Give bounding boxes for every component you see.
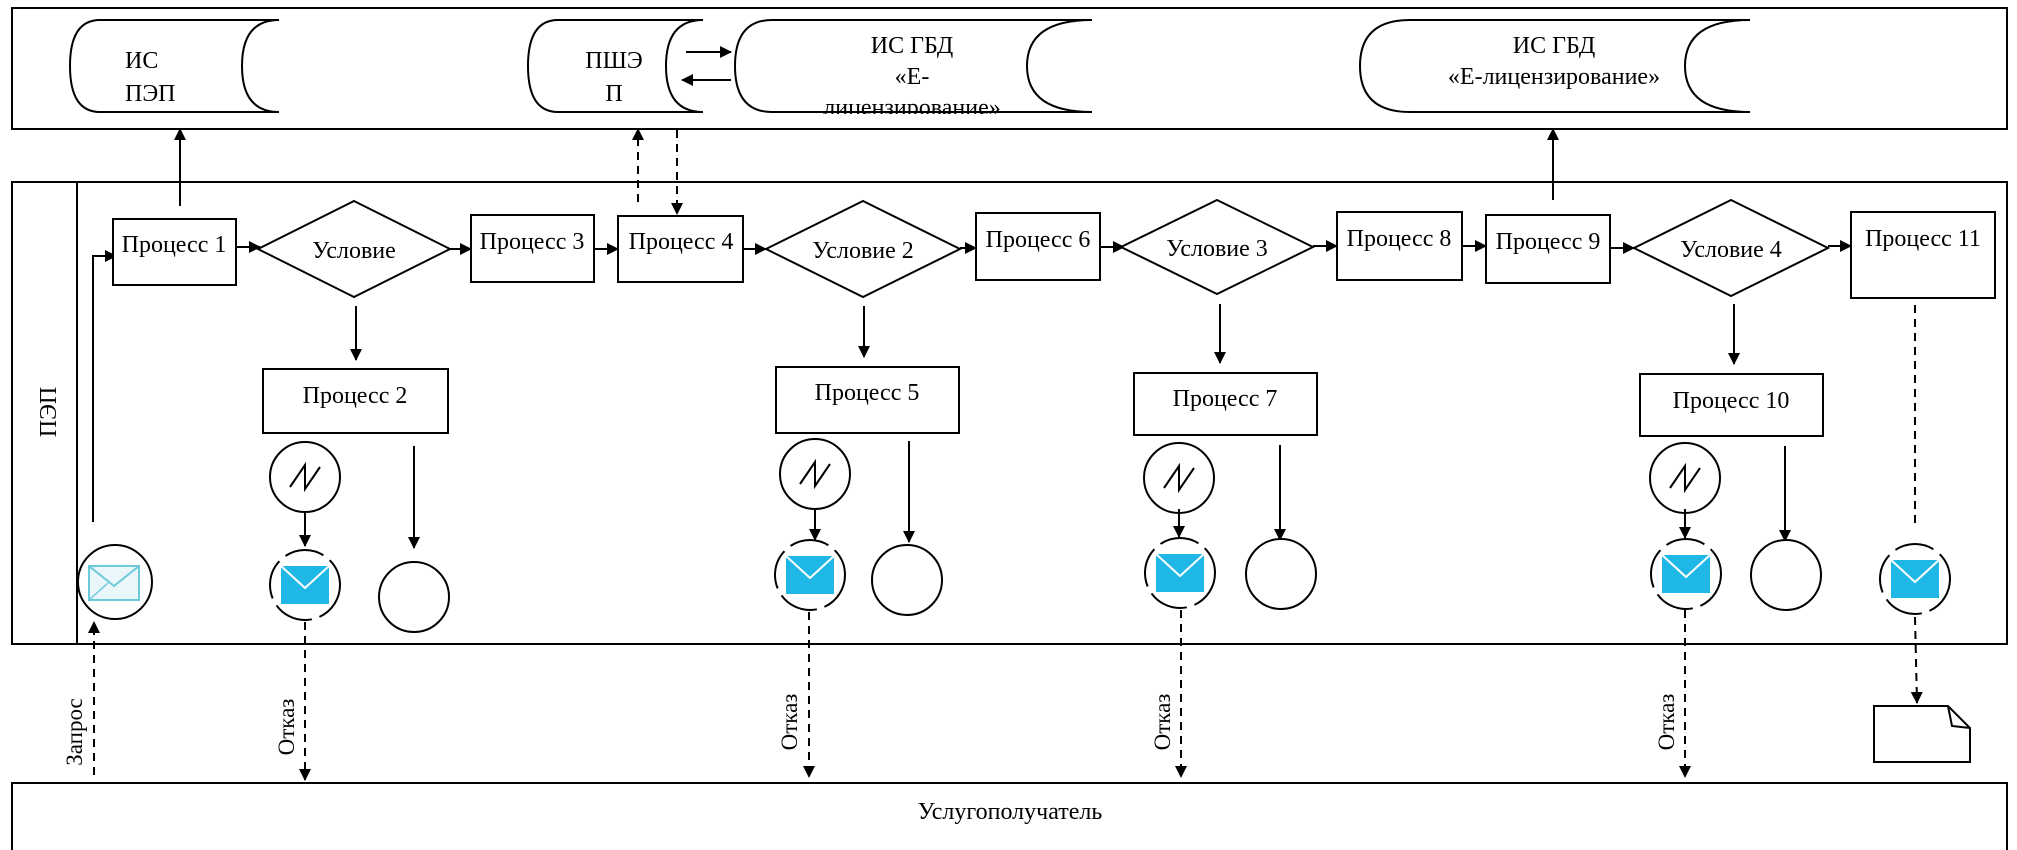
system-is-gbd-2-line1: ИС ГБД — [1513, 33, 1595, 59]
reject-label-2: Отказ — [777, 694, 802, 751]
process-4-label: Процесс 4 — [629, 229, 734, 255]
document-icon — [1873, 705, 1971, 763]
end-event-2 — [871, 544, 943, 616]
process-5-label: Процесс 5 — [815, 380, 920, 406]
process-8: Процесс 8 — [1336, 211, 1463, 281]
condition-4: Условие 4 — [1631, 198, 1831, 298]
process-9: Процесс 9 — [1485, 214, 1611, 284]
reject-label-1: Отказ — [274, 699, 299, 756]
process-10: Процесс 10 — [1639, 373, 1824, 437]
arrow-msg-document — [1910, 616, 1923, 704]
end-event-3 — [1245, 538, 1317, 610]
condition-4-label: Условие 4 — [1680, 237, 1782, 263]
process-8-label: Процесс 8 — [1347, 226, 1452, 252]
condition-1-label: Условие — [312, 238, 396, 264]
process-6-label: Процесс 6 — [986, 227, 1091, 253]
request-label: Запрос — [62, 698, 87, 766]
condition-2: Условие 2 — [763, 199, 963, 299]
condition-3-label: Условие 3 — [1166, 236, 1268, 262]
envelope-icon-start — [77, 544, 153, 620]
system-pshep-line2: П — [605, 81, 622, 107]
system-is-gbd-1-line1: ИС ГБД — [871, 33, 953, 59]
process-5: Процесс 5 — [775, 366, 960, 434]
process-3-label: Процесс 3 — [480, 229, 585, 255]
process-11: Процесс 11 — [1850, 211, 1996, 299]
lane-label: ПЭП — [36, 387, 62, 438]
reject-label-4: Отказ — [1654, 694, 1679, 751]
timer-icon-4 — [1649, 442, 1721, 514]
process-7-label: Процесс 7 — [1173, 386, 1278, 412]
system-is-pep-line2: ПЭП — [125, 81, 176, 107]
process-3: Процесс 3 — [470, 214, 595, 283]
envelope-icon-2 — [774, 539, 846, 611]
end-event-4 — [1750, 539, 1822, 611]
lane-frame — [11, 181, 2008, 645]
system-is-gbd-2: ИС ГБД «Е-лицензирование» — [1358, 19, 1751, 113]
system-pshep: ПШЭ П — [526, 19, 704, 113]
systems-band — [11, 7, 2008, 130]
arrow-request-to-p1 — [92, 250, 117, 522]
system-is-gbd-2-line2: «Е-лицензирование» — [1448, 64, 1660, 90]
timer-icon-1 — [269, 441, 341, 513]
process-11-label: Процесс 11 — [1865, 226, 1981, 252]
process-7: Процесс 7 — [1133, 372, 1318, 436]
timer-icon-2 — [779, 438, 851, 510]
process-1: Процесс 1 — [112, 218, 237, 286]
condition-3: Условие 3 — [1118, 198, 1316, 296]
process-4: Процесс 4 — [617, 215, 744, 283]
process-9-label: Процесс 9 — [1496, 229, 1601, 255]
recipient-label: Услугополучатель — [918, 799, 1103, 825]
recipient-lane — [11, 782, 2008, 850]
condition-1: Условие — [255, 199, 453, 299]
reject-label-3: Отказ — [1150, 694, 1175, 751]
system-is-gbd-1: ИС ГБД «Е- лицензирование» — [733, 19, 1093, 121]
envelope-icon-5 — [1879, 543, 1951, 615]
timer-icon-3 — [1143, 442, 1215, 514]
envelope-icon-4 — [1650, 538, 1722, 610]
process-2-label: Процесс 2 — [303, 383, 408, 409]
system-is-pep: ИС ПЭП — [68, 19, 280, 113]
process-10-label: Процесс 10 — [1673, 388, 1790, 414]
process-2: Процесс 2 — [262, 368, 449, 434]
end-event-1 — [378, 561, 450, 633]
envelope-icon-3 — [1144, 537, 1216, 609]
process-6: Процесс 6 — [975, 212, 1101, 281]
condition-2-label: Условие 2 — [812, 238, 914, 264]
system-is-gbd-1-line2: «Е- — [895, 64, 930, 90]
system-is-gbd-1-line3: лицензирование» — [823, 95, 1001, 121]
process-1-label: Процесс 1 — [122, 232, 227, 258]
system-is-pep-line1: ИС — [125, 48, 158, 74]
envelope-icon-1 — [269, 549, 341, 621]
system-pshep-line1: ПШЭ — [585, 48, 642, 74]
